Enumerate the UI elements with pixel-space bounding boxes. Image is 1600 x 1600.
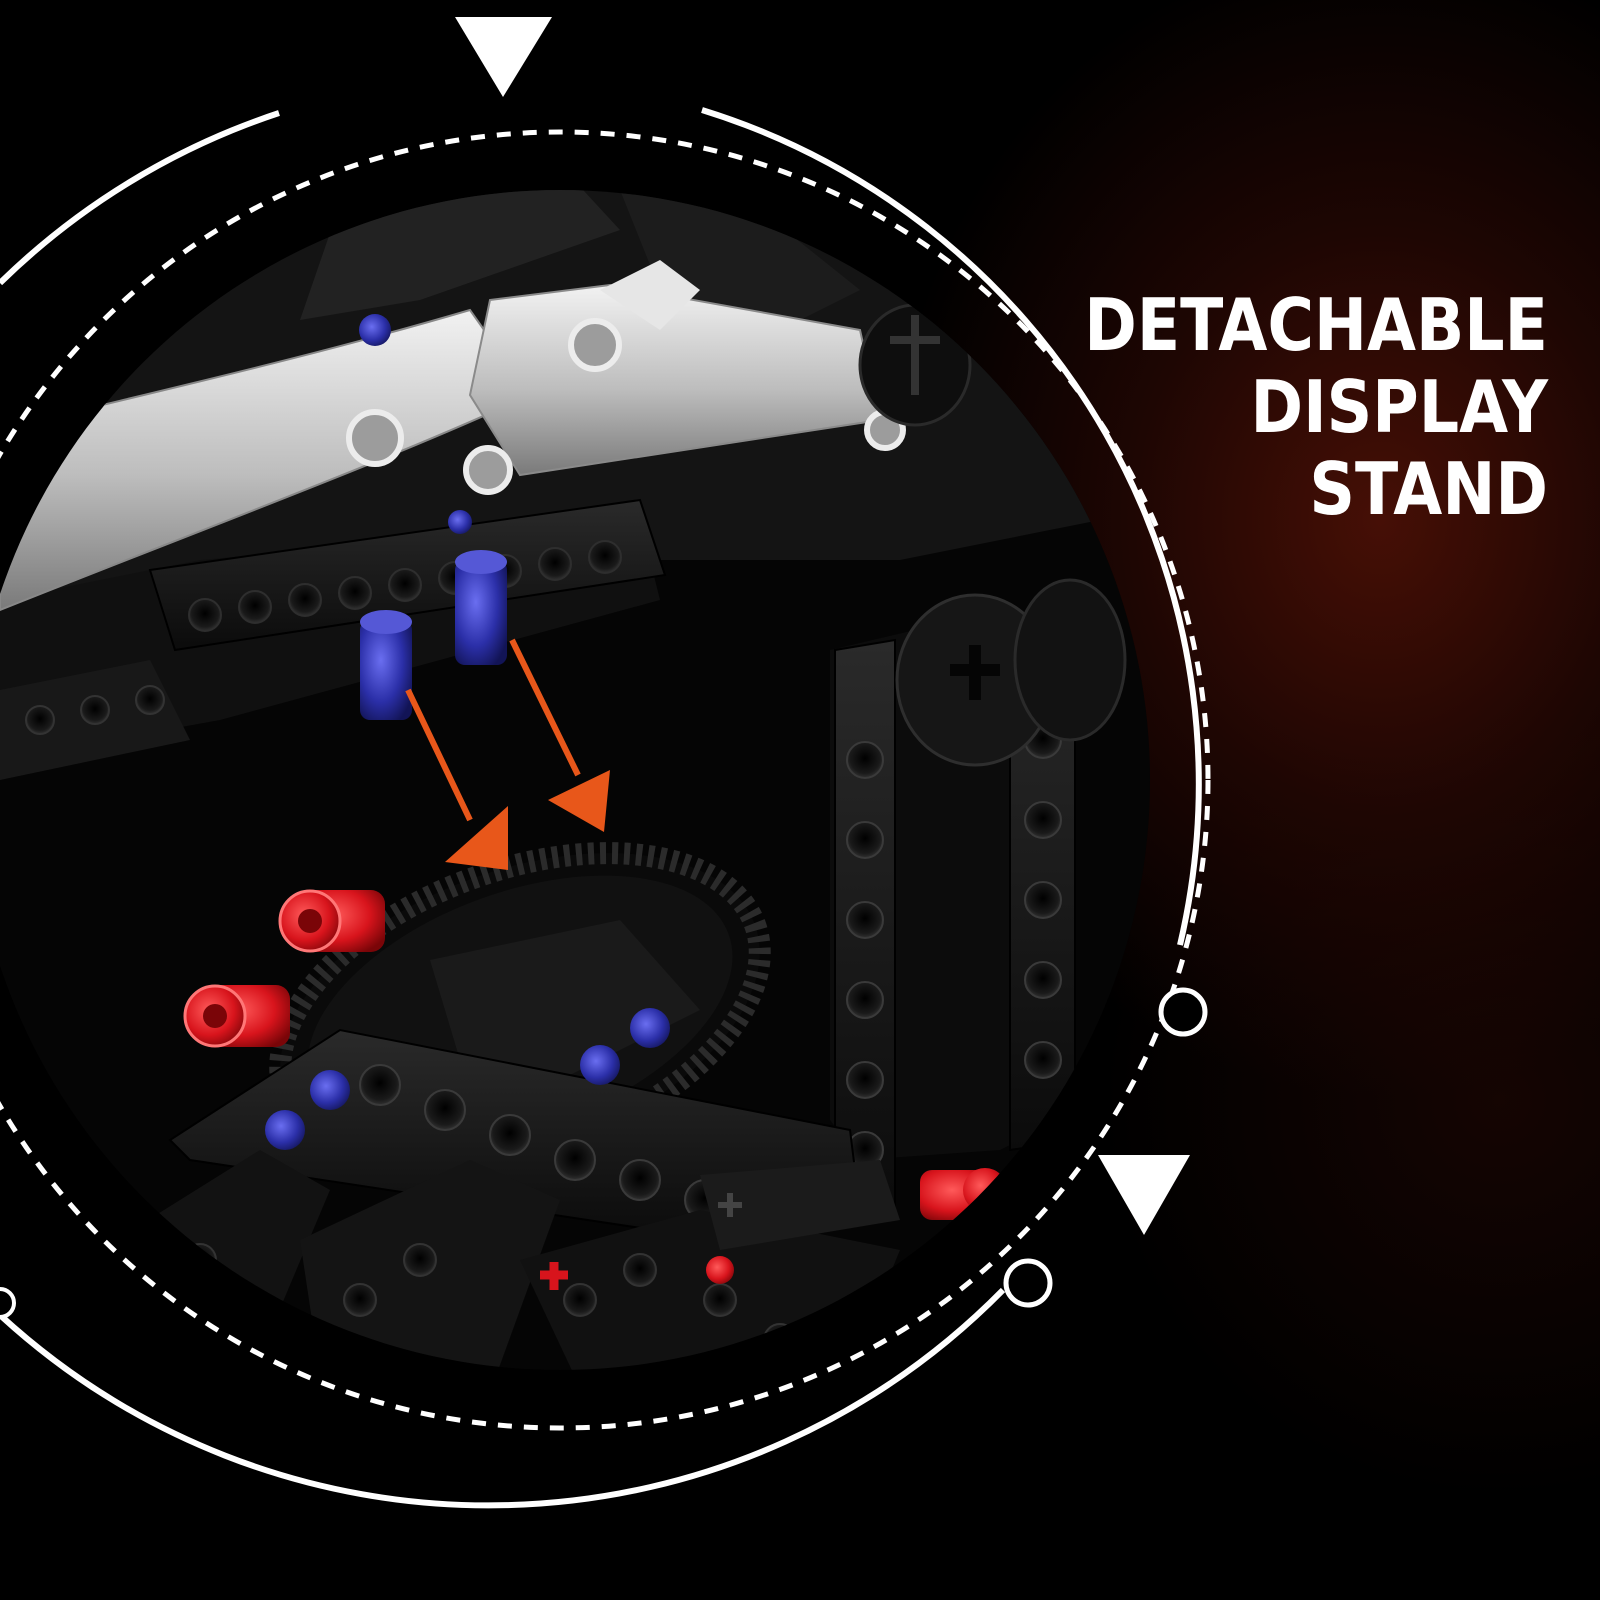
blue-axle-pins bbox=[360, 510, 507, 720]
circle-node-icon bbox=[1003, 1258, 1053, 1308]
red-friction-pins bbox=[183, 889, 1007, 1290]
outer-ring-arcs bbox=[0, 107, 1202, 1509]
triangle-down-marker-icon bbox=[455, 17, 552, 97]
circle-node-icon bbox=[0, 1287, 16, 1319]
dashed-ring bbox=[0, 129, 1211, 1431]
triangle-down-marker-icon bbox=[1098, 1155, 1190, 1235]
headline-line-3: STAND bbox=[1309, 447, 1548, 531]
insertion-arrows bbox=[405, 638, 610, 870]
silver-swingarm bbox=[0, 260, 972, 612]
stand-upright-beams bbox=[830, 578, 1127, 1217]
insertion-arrow-icon bbox=[405, 688, 508, 870]
feature-headline: DETACHABLE DISPLAY STAND bbox=[1084, 284, 1548, 530]
lens-view bbox=[0, 190, 1150, 1370]
insertion-arrow-icon bbox=[509, 638, 610, 832]
base-blue-pins bbox=[265, 1008, 670, 1150]
headline-line-1: DETACHABLE bbox=[1084, 283, 1548, 367]
circle-node-icon bbox=[1158, 987, 1208, 1037]
headline-line-2: DISPLAY bbox=[1250, 365, 1548, 449]
